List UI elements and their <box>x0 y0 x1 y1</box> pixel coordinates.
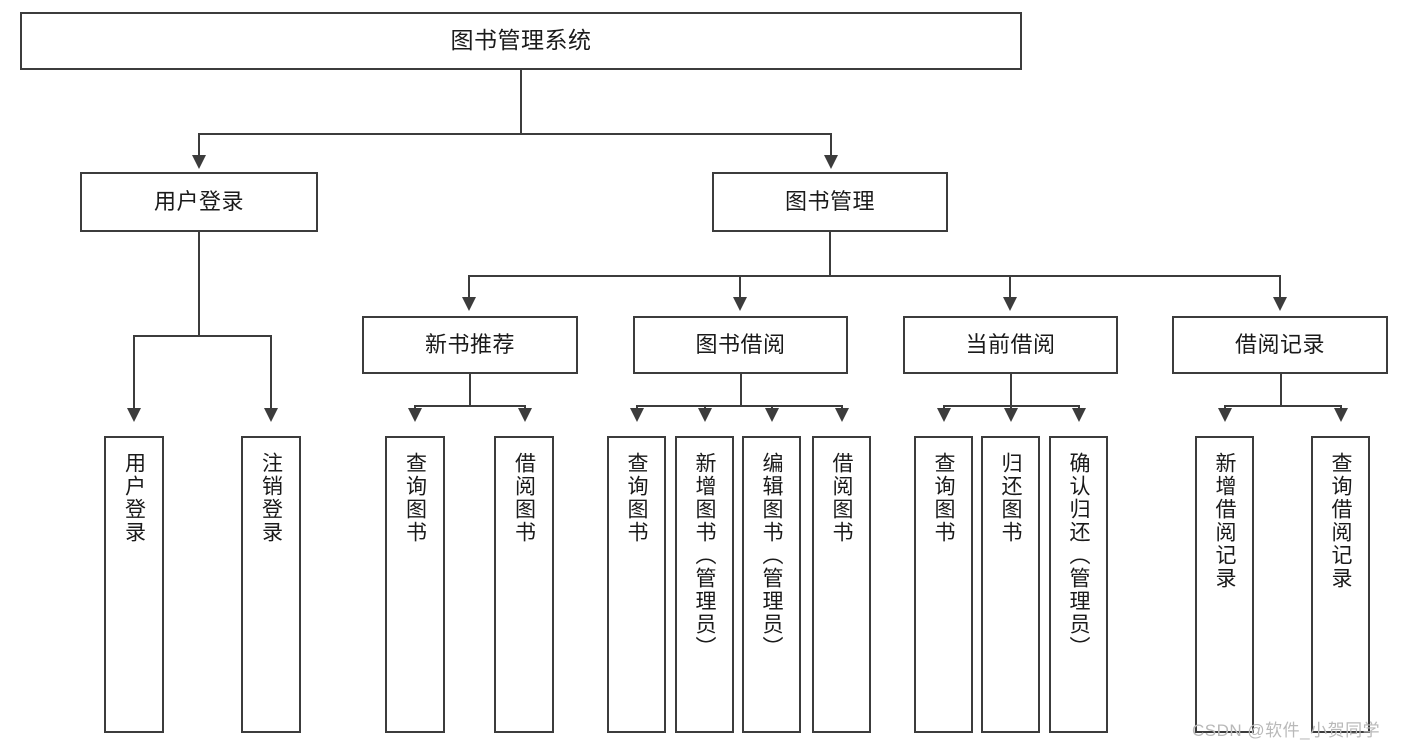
node-leaf-query-record-label: 查询借阅记录 <box>1329 452 1352 590</box>
node-current-borrow[interactable]: 当前借阅 <box>903 316 1118 374</box>
connector-user-login-drop-1 <box>133 335 135 409</box>
connector-nbr-drop-1 <box>414 405 416 409</box>
node-leaf-borrow-book-2[interactable]: 借阅图书 <box>812 436 871 733</box>
connector-to-borrow-record <box>1279 275 1281 299</box>
connector-borrow-record-bus <box>1224 405 1342 407</box>
node-book-manage-label: 图书管理 <box>784 189 875 215</box>
arrow-leaf-query-book-2 <box>630 408 644 422</box>
connector-borrow-record-stem <box>1280 374 1282 406</box>
node-leaf-return-book-label: 归还图书 <box>999 452 1022 544</box>
connector-to-book-manage <box>830 133 832 157</box>
node-leaf-query-book-1[interactable]: 查询图书 <box>385 436 445 733</box>
connector-user-login-drop-2 <box>270 335 272 409</box>
arrow-leaf-return-book <box>1004 408 1018 422</box>
node-current-borrow-label: 当前借阅 <box>965 332 1056 358</box>
connector-current-borrow-stem <box>1010 374 1012 406</box>
arrow-to-current-borrow <box>1003 297 1017 311</box>
node-leaf-query-book-2-label: 查询图书 <box>625 452 648 544</box>
arrow-leaf-logout <box>264 408 278 422</box>
connector-cb-drop-1 <box>943 405 945 409</box>
node-book-manage[interactable]: 图书管理 <box>712 172 948 232</box>
node-book-borrow[interactable]: 图书借阅 <box>633 316 848 374</box>
arrow-to-borrow-record <box>1273 297 1287 311</box>
connector-nbr-drop-2 <box>524 405 526 409</box>
node-leaf-add-book-label: 新增图书（管理员） <box>693 452 716 659</box>
connector-user-login-stem <box>198 232 200 336</box>
connector-root-stem <box>520 70 522 134</box>
arrow-to-user-login <box>192 155 206 169</box>
node-leaf-query-book-1-label: 查询图书 <box>403 452 427 544</box>
node-leaf-query-book-3-label: 查询图书 <box>932 452 955 544</box>
node-leaf-borrow-book-1-label: 借阅图书 <box>512 452 536 544</box>
arrow-leaf-add-record <box>1218 408 1232 422</box>
connector-cb-drop-3 <box>1078 405 1080 409</box>
node-leaf-borrow-book-1[interactable]: 借阅图书 <box>494 436 554 733</box>
connector-to-new-book-rec <box>468 275 470 299</box>
node-leaf-edit-book[interactable]: 编辑图书（管理员） <box>742 436 801 733</box>
node-leaf-return-book[interactable]: 归还图书 <box>981 436 1040 733</box>
connector-user-login-bus <box>133 335 272 337</box>
arrow-leaf-query-record <box>1334 408 1348 422</box>
connector-br-drop-2 <box>1340 405 1342 409</box>
node-leaf-logout-label: 注销登录 <box>259 452 283 544</box>
arrow-leaf-user-login <box>127 408 141 422</box>
connector-book-borrow-bus <box>636 405 842 407</box>
arrow-leaf-add-book <box>698 408 712 422</box>
node-leaf-confirm-return[interactable]: 确认归还（管理员） <box>1049 436 1108 733</box>
connector-bb-drop-1 <box>636 405 638 409</box>
node-root-label: 图书管理系统 <box>450 27 592 54</box>
arrow-to-book-manage <box>824 155 838 169</box>
node-leaf-query-record[interactable]: 查询借阅记录 <box>1311 436 1370 733</box>
node-user-login-label: 用户登录 <box>153 189 244 215</box>
arrow-to-book-borrow <box>733 297 747 311</box>
node-leaf-borrow-book-2-label: 借阅图书 <box>830 452 853 544</box>
node-leaf-add-book[interactable]: 新增图书（管理员） <box>675 436 734 733</box>
connector-book-manage-bus <box>468 275 1280 277</box>
csdn-watermark: CSDN @软件_小贺同学 <box>1192 721 1381 740</box>
node-new-book-rec[interactable]: 新书推荐 <box>362 316 578 374</box>
connector-root-bus <box>198 133 832 135</box>
node-borrow-record-label: 借阅记录 <box>1234 332 1325 358</box>
node-leaf-logout[interactable]: 注销登录 <box>241 436 301 733</box>
connector-to-current-borrow <box>1009 275 1011 299</box>
node-root[interactable]: 图书管理系统 <box>20 12 1022 70</box>
node-leaf-query-book-2[interactable]: 查询图书 <box>607 436 666 733</box>
arrow-leaf-confirm-return <box>1072 408 1086 422</box>
arrow-leaf-query-book-3 <box>937 408 951 422</box>
connector-to-user-login <box>198 133 200 157</box>
node-new-book-rec-label: 新书推荐 <box>424 332 515 358</box>
node-leaf-query-book-3[interactable]: 查询图书 <box>914 436 973 733</box>
connector-new-book-rec-bus <box>414 405 526 407</box>
connector-new-book-rec-stem <box>469 374 471 406</box>
node-leaf-user-login-label: 用户登录 <box>122 452 146 544</box>
node-leaf-add-record[interactable]: 新增借阅记录 <box>1195 436 1254 733</box>
node-leaf-confirm-return-label: 确认归还（管理员） <box>1067 452 1090 659</box>
arrow-leaf-edit-book <box>765 408 779 422</box>
node-leaf-edit-book-label: 编辑图书（管理员） <box>760 452 783 659</box>
arrow-leaf-query-book-1 <box>408 408 422 422</box>
connector-to-book-borrow <box>739 275 741 299</box>
connector-cb-drop-2 <box>1010 405 1012 409</box>
node-user-login[interactable]: 用户登录 <box>80 172 318 232</box>
arrow-leaf-borrow-book-1 <box>518 408 532 422</box>
connector-book-manage-stem <box>829 232 831 276</box>
connector-bb-drop-3 <box>771 405 773 409</box>
node-book-borrow-label: 图书借阅 <box>695 332 786 358</box>
connector-book-borrow-stem <box>740 374 742 406</box>
node-borrow-record[interactable]: 借阅记录 <box>1172 316 1388 374</box>
arrow-leaf-borrow-book-2 <box>835 408 849 422</box>
connector-bb-drop-2 <box>704 405 706 409</box>
arrow-to-new-book-rec <box>462 297 476 311</box>
node-leaf-user-login[interactable]: 用户登录 <box>104 436 164 733</box>
connector-br-drop-1 <box>1224 405 1226 409</box>
connector-bb-drop-4 <box>841 405 843 409</box>
node-leaf-add-record-label: 新增借阅记录 <box>1213 452 1236 590</box>
